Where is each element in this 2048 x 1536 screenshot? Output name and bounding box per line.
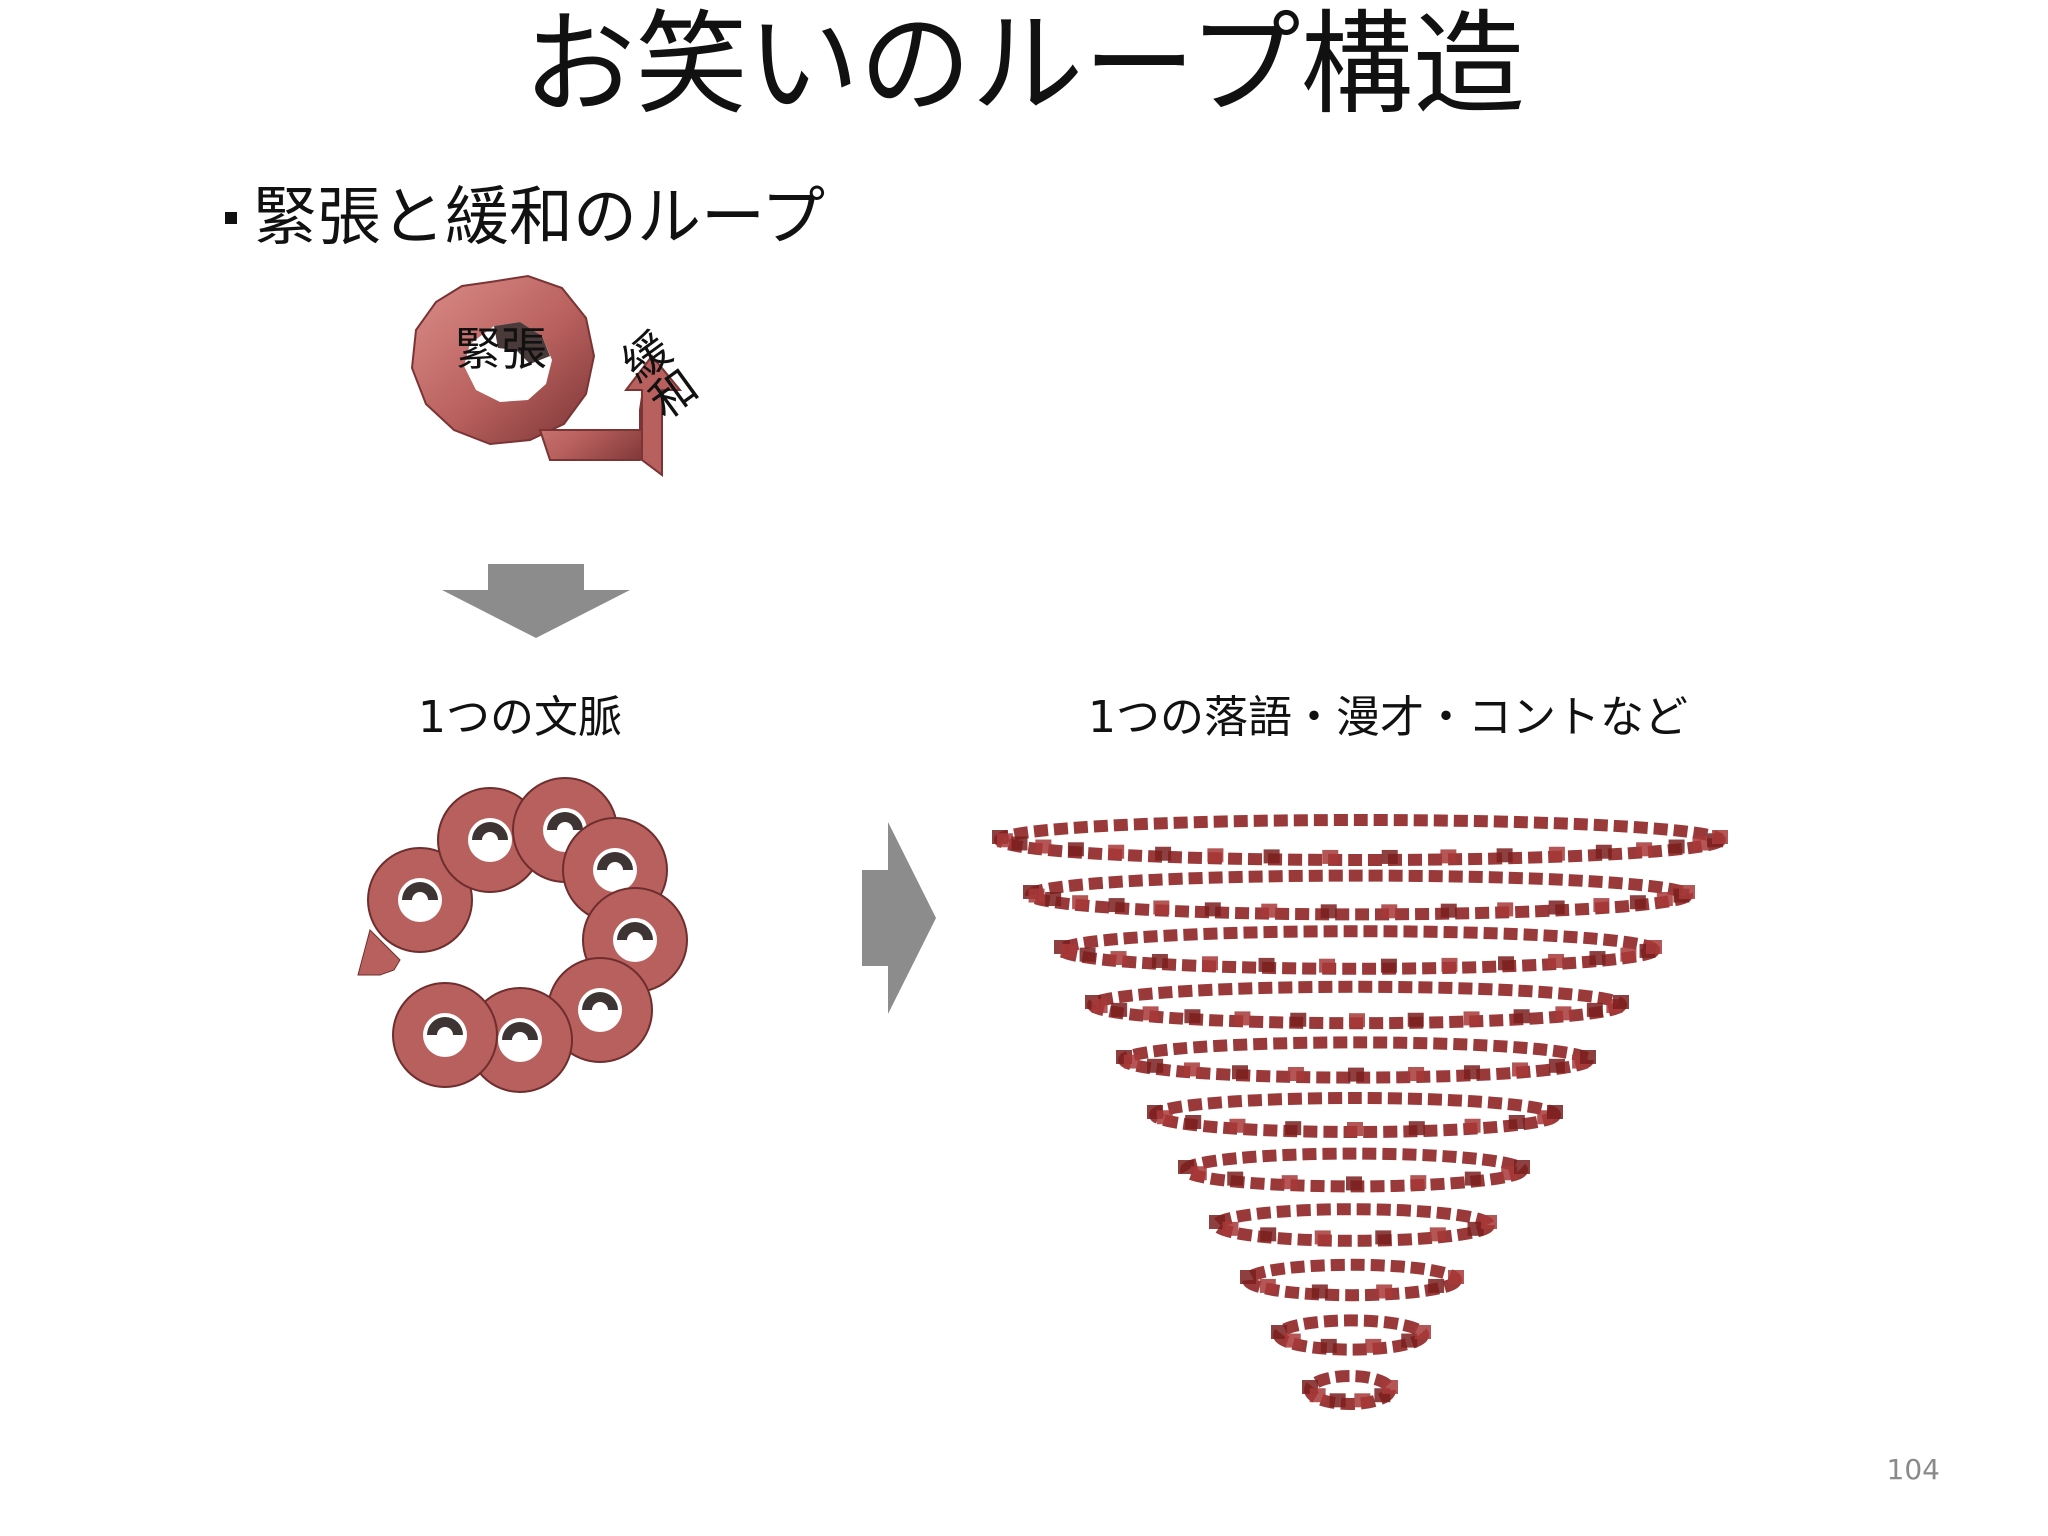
caption-context: 1つの文脈 (418, 692, 622, 743)
loop-ring-icon (357, 777, 688, 1093)
bullet-marker (225, 212, 237, 224)
cone-ring (1147, 1092, 1563, 1138)
loop-tail-arrow (357, 929, 401, 976)
small-loop-icon (392, 982, 498, 1088)
cone-ring (1209, 1203, 1497, 1247)
caption-performance: 1つの落語・漫才・コントなど (1088, 692, 1688, 743)
page-number: 104 (1886, 1453, 1940, 1486)
bullet-text: 緊張と緩和のループ (253, 181, 826, 255)
right-arrow-icon (862, 822, 936, 1014)
cone-ring (1178, 1147, 1530, 1193)
cone-ring (1240, 1258, 1464, 1302)
small-loop-icon (547, 957, 653, 1063)
cone-ring (992, 814, 1728, 866)
down-arrow-icon (442, 564, 630, 638)
small-loop-icon (367, 847, 473, 953)
cone-ring (1302, 1370, 1398, 1410)
cone-ring (1054, 925, 1662, 975)
cone-ring (1023, 869, 1695, 921)
cone-ring (1116, 1036, 1596, 1084)
cone-ring (1085, 980, 1629, 1030)
small-loop-icon (467, 987, 573, 1093)
tension-label: 緊張 (455, 322, 547, 376)
spiral-loop-icon (410, 274, 683, 477)
slide-title: お笑いのループ構造 (523, 0, 1525, 130)
cone-ring (1271, 1314, 1431, 1356)
bullet-item: 緊張と緩和のループ (225, 178, 825, 258)
spiral-cone-icon (992, 814, 1728, 1410)
